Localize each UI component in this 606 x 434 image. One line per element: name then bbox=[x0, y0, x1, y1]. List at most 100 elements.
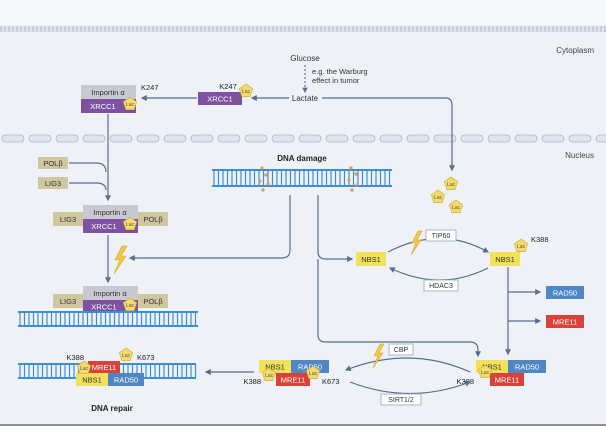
svg-text:Lac: Lac bbox=[481, 370, 490, 376]
damage-to-xrcc1-arrow bbox=[128, 195, 291, 261]
svg-text:MRE11: MRE11 bbox=[281, 376, 305, 385]
dna-damage-label: DNA damage bbox=[277, 154, 327, 163]
polb-complex-3 bbox=[138, 294, 168, 308]
svg-text:NBS1: NBS1 bbox=[361, 255, 381, 264]
lac-marker: Lac bbox=[118, 347, 134, 362]
lac-marker: Lac bbox=[122, 297, 138, 312]
nbs1-repair bbox=[76, 373, 108, 386]
svg-text:Lac: Lac bbox=[126, 303, 135, 309]
svg-text:Lac: Lac bbox=[434, 195, 443, 201]
k388-mrn-middle-label: K388 bbox=[243, 377, 261, 386]
svg-text:Lac: Lac bbox=[242, 89, 251, 95]
svg-text:POLβ: POLβ bbox=[143, 215, 163, 224]
lightning-icon bbox=[372, 343, 385, 369]
rad50-repair bbox=[108, 373, 144, 386]
polb-complex-2 bbox=[138, 212, 168, 226]
svg-text:XRCC1: XRCC1 bbox=[91, 303, 116, 312]
svg-text:Lac: Lac bbox=[447, 182, 456, 188]
svg-text:POLβ: POLβ bbox=[43, 159, 63, 168]
lightning-icon bbox=[410, 230, 423, 256]
lig3-recruit bbox=[38, 177, 68, 189]
k388-repair-label: K388 bbox=[66, 353, 84, 362]
svg-text:Lac: Lac bbox=[517, 244, 526, 250]
svg-text:NBS1: NBS1 bbox=[82, 376, 102, 385]
lac-marker: Lac bbox=[261, 367, 277, 382]
svg-text:Lac: Lac bbox=[122, 353, 131, 359]
warburg-note-line2: effect in tumor bbox=[312, 76, 360, 85]
k673-repair-label: K673 bbox=[137, 353, 155, 362]
svg-text:Lac: Lac bbox=[126, 222, 135, 228]
svg-text:RAD50: RAD50 bbox=[298, 363, 322, 372]
lac-marker: Lac bbox=[76, 360, 92, 375]
svg-text:LIG3: LIG3 bbox=[60, 297, 76, 306]
importin-complex-2 bbox=[83, 205, 138, 219]
tip60-box bbox=[425, 229, 457, 242]
svg-text:XRCC1: XRCC1 bbox=[91, 222, 116, 231]
svg-text:Lac: Lac bbox=[126, 102, 135, 108]
k673-mrn-middle-label: K673 bbox=[322, 377, 340, 386]
svg-text:XRCC1: XRCC1 bbox=[90, 102, 115, 111]
k247-complex-label: K247 bbox=[141, 83, 159, 92]
k388-nbs1-label: K388 bbox=[531, 235, 549, 244]
k247-cytoplasm-label: K247 bbox=[219, 82, 237, 91]
importin-complex-3 bbox=[83, 286, 138, 300]
nuclear-envelope bbox=[1, 134, 606, 143]
lig3-complex-3 bbox=[53, 294, 83, 308]
rad50-mrn-middle bbox=[291, 360, 329, 373]
importin-complex-1 bbox=[81, 85, 136, 99]
lac-marker: Lac bbox=[443, 176, 459, 190]
lac-marker: Lac bbox=[430, 189, 446, 203]
svg-text:RAD50: RAD50 bbox=[553, 289, 577, 298]
xrcc1-complex-1 bbox=[81, 99, 136, 113]
svg-text:HDAC3: HDAC3 bbox=[429, 283, 453, 290]
svg-text:MRE11: MRE11 bbox=[92, 363, 116, 372]
svg-text:NBS1: NBS1 bbox=[265, 363, 285, 372]
mre11-repair bbox=[88, 361, 120, 373]
dna-xrcc1-strand bbox=[18, 311, 198, 327]
damage-to-mrn-arrow bbox=[317, 259, 481, 358]
polb-join-line bbox=[69, 162, 107, 173]
sirt-box bbox=[380, 393, 422, 406]
nbs1-unmodified bbox=[356, 252, 386, 266]
rad50-recruit bbox=[546, 286, 584, 299]
lac-marker: Lac bbox=[477, 364, 493, 379]
lac-marker: Lac bbox=[448, 199, 464, 213]
cytoplasm-label: Cytoplasm bbox=[556, 46, 594, 55]
svg-text:Importin α: Importin α bbox=[93, 289, 127, 298]
lactate-label: Lactate bbox=[292, 94, 319, 103]
rad50-mrn-right bbox=[508, 360, 546, 373]
lac-marker: Lac bbox=[122, 96, 138, 110]
mre11-recruit bbox=[546, 315, 584, 328]
cbp-acetylation-arrow bbox=[344, 357, 471, 373]
svg-text:LIG3: LIG3 bbox=[45, 179, 61, 188]
svg-text:Lac: Lac bbox=[80, 366, 89, 372]
polb-recruit bbox=[38, 157, 68, 169]
xrcc1-cytoplasm bbox=[198, 92, 242, 105]
dna-repair-label: DNA repair bbox=[91, 404, 133, 413]
svg-text:RAD50: RAD50 bbox=[515, 363, 539, 372]
svg-text:Importin α: Importin α bbox=[91, 88, 125, 97]
sirt-deacetylation-arrow bbox=[349, 380, 472, 395]
dna-lesions bbox=[258, 166, 359, 192]
hdac3-box bbox=[423, 279, 459, 292]
svg-text:NBS1: NBS1 bbox=[495, 255, 515, 264]
lactate-to-nucleus-arrow bbox=[322, 97, 455, 172]
nbs1-lactylated bbox=[490, 252, 520, 266]
svg-text:LIG3: LIG3 bbox=[60, 215, 76, 224]
svg-text:RAD50: RAD50 bbox=[114, 376, 138, 385]
svg-text:Lac: Lac bbox=[265, 373, 274, 379]
dna-damage-strand bbox=[212, 169, 392, 187]
extracellular-space bbox=[0, 0, 606, 25]
svg-text:TIP60: TIP60 bbox=[432, 233, 451, 240]
lac-marker: Lac bbox=[513, 238, 529, 252]
svg-text:NBS1: NBS1 bbox=[482, 363, 502, 372]
svg-text:Lac: Lac bbox=[309, 371, 318, 377]
svg-text:XRCC1: XRCC1 bbox=[207, 95, 232, 104]
svg-text:Importin α: Importin α bbox=[93, 208, 127, 217]
nucleus-label: Nucleus bbox=[565, 151, 594, 160]
svg-text:SIRT1/2: SIRT1/2 bbox=[388, 397, 414, 404]
svg-text:MRE11: MRE11 bbox=[495, 376, 519, 385]
